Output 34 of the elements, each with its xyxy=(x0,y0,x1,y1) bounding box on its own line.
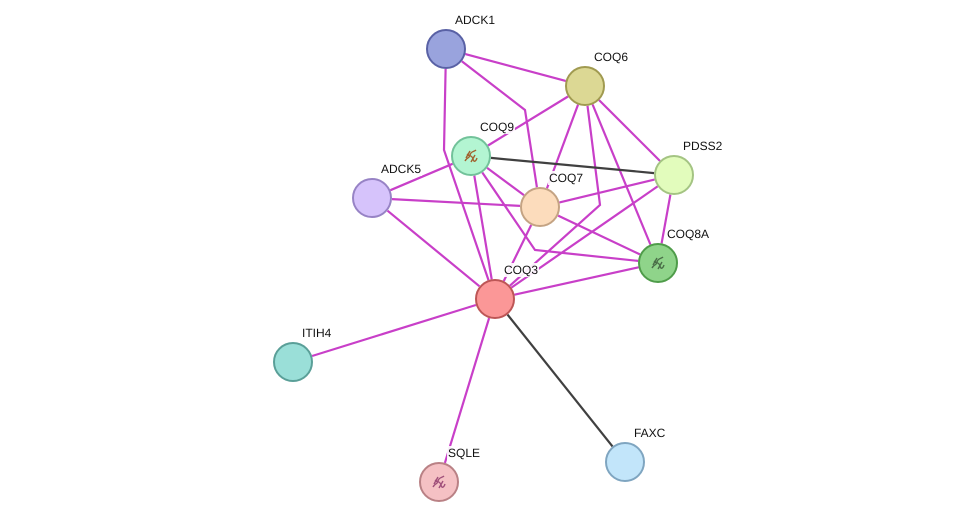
interaction-line xyxy=(660,194,672,244)
protein-label: ADCK5 xyxy=(380,162,422,176)
protein-label: COQ9 xyxy=(479,120,516,134)
interaction-line xyxy=(312,304,476,358)
protein-label: COQ8A xyxy=(666,227,710,241)
interaction-line xyxy=(465,53,566,82)
interaction-line xyxy=(386,210,480,288)
interaction-line xyxy=(546,104,580,189)
interaction-line xyxy=(592,104,652,245)
protein-label: COQ7 xyxy=(548,171,584,185)
interaction-line xyxy=(509,106,602,287)
interaction-line xyxy=(390,162,454,192)
protein-label: SQLE xyxy=(447,446,482,460)
interaction-line xyxy=(510,186,658,288)
interaction-line xyxy=(444,318,490,464)
protein-label: FAXC xyxy=(633,426,666,440)
interaction-line xyxy=(490,156,654,174)
interaction-line xyxy=(481,172,638,262)
interaction-line xyxy=(558,214,640,256)
protein-label: PDSS2 xyxy=(682,139,724,153)
protein-label: ADCK1 xyxy=(454,13,496,27)
interaction-line xyxy=(506,314,614,448)
interaction-line xyxy=(487,96,569,146)
protein-label: ITIH4 xyxy=(301,326,332,340)
interaction-line xyxy=(392,198,520,207)
interaction-line xyxy=(514,266,639,296)
interaction-line xyxy=(559,178,655,204)
protein-label: COQ3 xyxy=(503,263,540,277)
interaction-line xyxy=(486,167,525,196)
interaction-line xyxy=(598,99,661,162)
protein-label: COQ6 xyxy=(593,50,630,64)
interaction-line xyxy=(461,60,538,188)
interaction-line xyxy=(473,176,493,280)
interaction-line xyxy=(442,68,490,280)
